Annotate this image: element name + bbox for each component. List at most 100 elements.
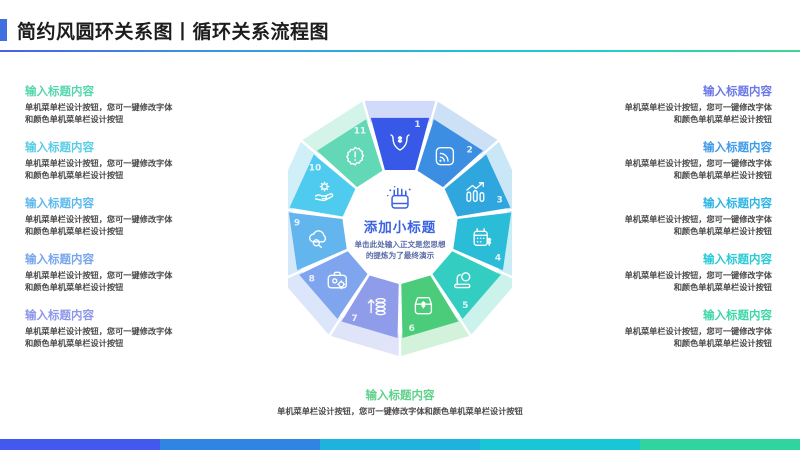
text-block-body-line: 和颜色单机菜单栏设计按钮 (673, 113, 772, 124)
bottom-bar-segment (480, 439, 640, 450)
wheel-segment[interactable]: 11 (302, 101, 383, 188)
text-block-title: 输入标题内容 (25, 252, 94, 266)
text-block: 输入标题内容单机菜单栏设计按钮，您可一键修改字体和颜色单机菜单栏设计按钮 (572, 196, 772, 237)
wheel-segment-shape[interactable] (444, 154, 511, 217)
text-block-body-line: 单机菜单栏设计按钮，您可一键修改字体 (624, 102, 772, 112)
wifi-signal-icon (435, 147, 455, 166)
text-block-title: 输入标题内容 (703, 84, 772, 98)
wheel-segment-halo (364, 100, 436, 123)
text-block-title: 输入标题内容 (703, 140, 772, 154)
text-block: 输入标题内容单机菜单栏设计按钮，您可一键修改字体和颜色单机菜单栏设计按钮 (25, 84, 225, 125)
text-block-body: 单机菜单栏设计按钮，您可一键修改字体和颜色单机菜单栏设计按钮 (25, 102, 225, 125)
page-title: 简约风圆环关系图丨循环关系流程图 (17, 21, 330, 43)
text-block-body-line: 单机菜单栏设计按钮，您可一键修改字体 (624, 214, 772, 224)
hands-holding-money-icon (390, 134, 410, 151)
title-accent-bar (0, 19, 7, 41)
wheel-segment-number: 9 (294, 219, 300, 229)
text-block-body-line: 和颜色单机菜单栏设计按钮 (673, 281, 772, 292)
text-block-body-line: 单机菜单栏设计按钮，您可一键修改字体 (25, 214, 173, 224)
wheel-segment[interactable]: 4 (453, 209, 512, 279)
text-block-body-line: 和颜色单机菜单栏设计按钮 (673, 225, 772, 236)
left-text-column: 输入标题内容单机菜单栏设计按钮，您可一键修改字体和颜色单机菜单栏设计按钮输入标题… (25, 84, 225, 364)
coins-arrow-up-icon (367, 297, 386, 316)
wheel-segment[interactable]: 6 (401, 275, 470, 356)
wheel-segment[interactable]: 1 (364, 100, 436, 171)
bottom-bar-segment (320, 439, 480, 450)
wheel-segment-halo (401, 317, 470, 356)
wheel-segment[interactable]: 2 (417, 101, 498, 188)
text-block-body: 单机菜单栏设计按钮，您可一键修改字体和颜色单机菜单栏设计按钮 (572, 102, 772, 125)
wheel-segment-shape[interactable] (401, 275, 459, 338)
right-text-column: 输入标题内容单机菜单栏设计按钮，您可一键修改字体和颜色单机菜单栏设计按钮输入标题… (572, 84, 772, 364)
text-block-title: 输入标题内容 (25, 84, 94, 98)
text-block-title: 输入标题内容 (703, 196, 772, 210)
text-block-title: 输入标题内容 (25, 308, 94, 322)
text-block-body: 单机菜单栏设计按钮，您可一键修改字体和颜色单机菜单栏设计按钮 (25, 158, 225, 181)
text-block-body: 单机菜单栏设计按钮，您可一键修改字体和颜色单机菜单栏设计按钮 (572, 214, 772, 237)
money-inbox-icon (414, 296, 433, 315)
text-block-body: 单机菜单栏设计按钮，您可一键修改字体和颜色单机菜单栏设计按钮 (25, 214, 225, 237)
text-block-body-line: 单机菜单栏设计按钮，您可一键修改字体 (25, 102, 173, 112)
text-block-body-line: 和颜色单机菜单栏设计按钮 (25, 337, 124, 348)
wheel-segment-halo (330, 317, 399, 356)
text-block: 输入标题内容单机菜单栏设计按钮，您可一键修改字体和颜色单机菜单栏设计按钮 (572, 252, 772, 293)
text-block: 输入标题内容单机菜单栏设计按钮，您可一键修改字体和颜色单机菜单栏设计按钮 (25, 140, 225, 181)
bottom-color-bar (0, 439, 800, 450)
text-block-title: 输入标题内容 (25, 196, 94, 210)
text-block: 输入标题内容单机菜单栏设计按钮，您可一键修改字体和颜色单机菜单栏设计按钮 (572, 308, 772, 349)
wheel-segment-number: 8 (309, 275, 315, 285)
text-block: 输入标题内容单机菜单栏设计按钮，您可一键修改字体和颜色单机菜单栏设计按钮 (25, 252, 225, 293)
wheel-segment-number: 2 (467, 146, 473, 156)
text-block-body-line: 和颜色单机菜单栏设计按钮 (25, 113, 124, 124)
bottom-bar-segment (160, 439, 320, 450)
wheel-segment[interactable]: 3 (444, 141, 512, 217)
text-block-body-line: 单机菜单栏设计按钮，您可一键修改字体 (25, 326, 173, 336)
text-block-body-line: 单机菜单栏设计按钮，您可一键修改字体 (25, 158, 173, 168)
wheel-segment-shape[interactable] (453, 212, 512, 271)
text-block-title: 输入标题内容 (703, 252, 772, 266)
text-block-body-line: 单机菜单栏设计按钮，您可一键修改字体 (624, 326, 772, 336)
bottom-bar-segment (640, 439, 800, 450)
presentation-board-icon (454, 272, 471, 289)
text-block-body-line: 单机菜单栏设计按钮，您可一键修改字体 (25, 270, 173, 280)
wheel-segment-shape[interactable] (417, 119, 484, 188)
calculator-money-icon (473, 228, 492, 246)
text-block: 输入标题内容单机菜单栏设计按钮，您可一键修改字体和颜色单机菜单栏设计按钮 (25, 196, 225, 237)
text-block: 输入标题内容单机菜单栏设计按钮，您可一键修改字体和颜色单机菜单栏设计按钮 (25, 308, 225, 349)
text-block-body-line: 和颜色单机菜单栏设计按钮 (25, 225, 124, 236)
wheel-segment-halo (288, 271, 341, 335)
bottom-caption-block: 输入标题内容 单机菜单栏设计按钮，您可一键修改字体和颜色单机菜单栏设计按钮 (200, 388, 600, 418)
text-block: 输入标题内容单机菜单栏设计按钮，您可一键修改字体和颜色单机菜单栏设计按钮 (572, 84, 772, 125)
wheel-segment-shape[interactable] (432, 251, 501, 319)
wheel-segment-shape[interactable] (316, 119, 383, 188)
wheel-segment[interactable]: 9 (288, 209, 347, 279)
briefcase-gear-icon (327, 271, 347, 290)
bottom-caption-body: 单机菜单栏设计按钮，您可一键修改字体和颜色单机菜单栏设计按钮 (277, 406, 523, 416)
text-block-title: 输入标题内容 (703, 308, 772, 322)
text-block: 输入标题内容单机菜单栏设计按钮，您可一键修改字体和颜色单机菜单栏设计按钮 (572, 140, 772, 181)
text-block-body: 单机菜单栏设计按钮，您可一键修改字体和颜色单机菜单栏设计按钮 (572, 270, 772, 293)
wheel-segment-shape[interactable] (299, 251, 368, 319)
wheel-segment[interactable]: 7 (330, 275, 399, 356)
wheel-segment-halo (459, 271, 512, 335)
wheel-segment-shape[interactable] (341, 275, 399, 338)
bottom-bar-segment (0, 439, 160, 450)
text-block-title: 输入标题内容 (25, 140, 94, 154)
wheel-segment[interactable]: 5 (432, 251, 512, 335)
text-block-body: 单机菜单栏设计按钮，您可一键修改字体和颜色单机菜单栏设计按钮 (25, 270, 225, 293)
wheel-segment-number: 1 (414, 120, 420, 130)
wheel-segment-number: 7 (351, 314, 357, 324)
wheel-segment[interactable]: 10 (288, 141, 356, 217)
wheel-segment-shape[interactable] (370, 117, 430, 171)
wheel-segment-halo (302, 101, 369, 155)
wheel-segment-number: 11 (354, 127, 367, 137)
wheel-segment[interactable]: 8 (288, 251, 368, 335)
header-gradient-rule (0, 50, 800, 52)
text-block-body-line: 和颜色单机菜单栏设计按钮 (673, 169, 772, 180)
text-block-body: 单机菜单栏设计按钮，您可一键修改字体和颜色单机菜单栏设计按钮 (25, 326, 225, 349)
text-block-body-line: 和颜色单机菜单栏设计按钮 (25, 169, 124, 180)
wheel-segment-number: 6 (409, 324, 415, 334)
cloud-search-icon (309, 230, 327, 248)
